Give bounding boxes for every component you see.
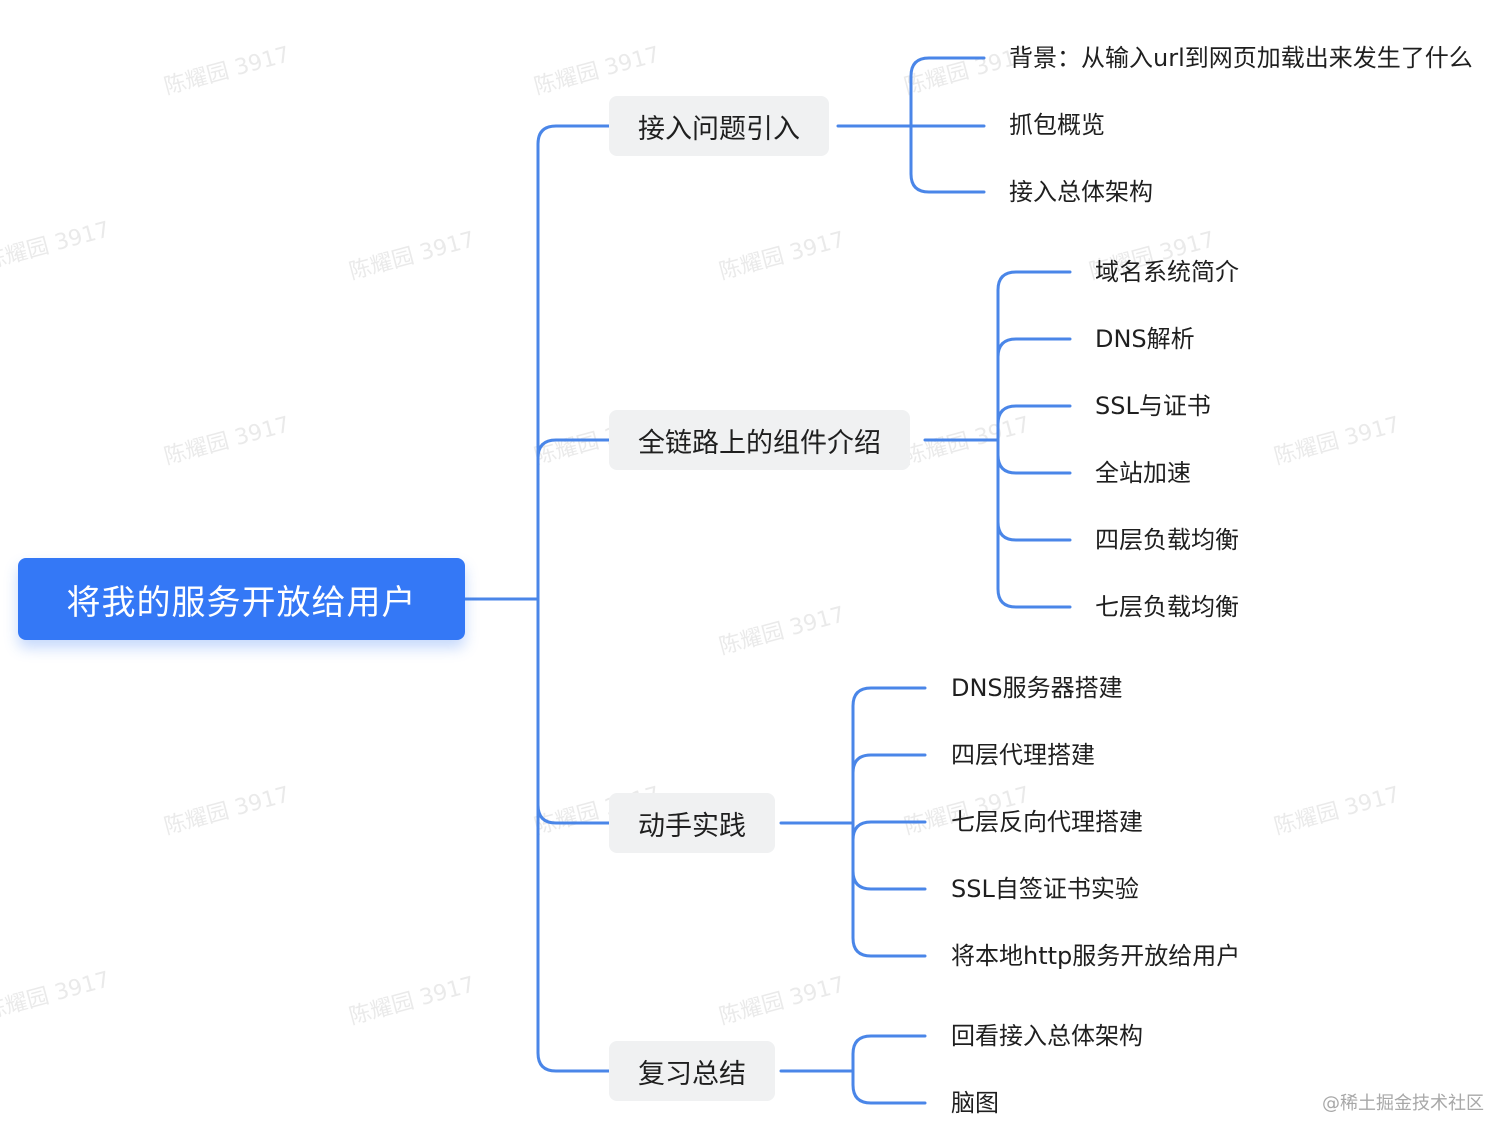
connector-line (851, 753, 927, 825)
leaf-node[interactable]: 将本地http服务开放给用户 (951, 942, 1241, 970)
branch-node[interactable]: 复习总结 (609, 1041, 775, 1101)
branch-node[interactable]: 全链路上的组件介绍 (609, 410, 910, 470)
root-node[interactable]: 将我的服务开放给用户 (18, 558, 465, 640)
connector-line (536, 438, 611, 601)
leaf-node[interactable]: 接入总体架构 (1009, 178, 1153, 206)
leaf-node[interactable]: DNS服务器搭建 (951, 674, 1123, 702)
branch-node[interactable]: 接入问题引入 (609, 96, 829, 156)
connector-line (996, 438, 1072, 609)
leaf-node[interactable]: 四层负载均衡 (1095, 526, 1239, 554)
footer-credit: @稀土掘金技术社区 (1322, 1093, 1484, 1114)
connector-line (851, 1034, 927, 1073)
connector-line (996, 404, 1072, 442)
connector-line (851, 821, 927, 891)
leaf-node[interactable]: 回看接入总体架构 (951, 1022, 1143, 1050)
connector-line (996, 438, 1072, 542)
leaf-node[interactable]: 七层负载均衡 (1095, 593, 1239, 621)
branch-node[interactable]: 动手实践 (609, 793, 775, 853)
connector-line (996, 270, 1072, 442)
connector-line (909, 56, 986, 128)
connector-line (536, 124, 611, 601)
connector-line (536, 597, 611, 825)
connector-line (851, 820, 927, 841)
leaf-node[interactable]: DNS解析 (1095, 325, 1195, 353)
connector-line (851, 1069, 927, 1105)
connector-line (536, 597, 611, 1073)
connector-line (851, 686, 927, 825)
connector-line (996, 438, 1072, 475)
connector-line (909, 124, 986, 194)
leaf-node[interactable]: SSL与证书 (1095, 392, 1211, 420)
leaf-node[interactable]: 全站加速 (1095, 459, 1191, 487)
leaf-node[interactable]: SSL自签证书实验 (951, 875, 1139, 903)
leaf-node[interactable]: 抓包概览 (1009, 111, 1105, 139)
leaf-node[interactable]: 四层代理搭建 (951, 741, 1095, 769)
leaf-node[interactable]: 七层反向代理搭建 (951, 808, 1143, 836)
leaf-node[interactable]: 背景：从输入url到网页加载出来发生了什么 (1009, 44, 1473, 72)
connector-line (996, 337, 1072, 442)
connector-line (851, 821, 927, 958)
leaf-node[interactable]: 域名系统简介 (1095, 258, 1239, 286)
leaf-node[interactable]: 脑图 (951, 1089, 999, 1117)
